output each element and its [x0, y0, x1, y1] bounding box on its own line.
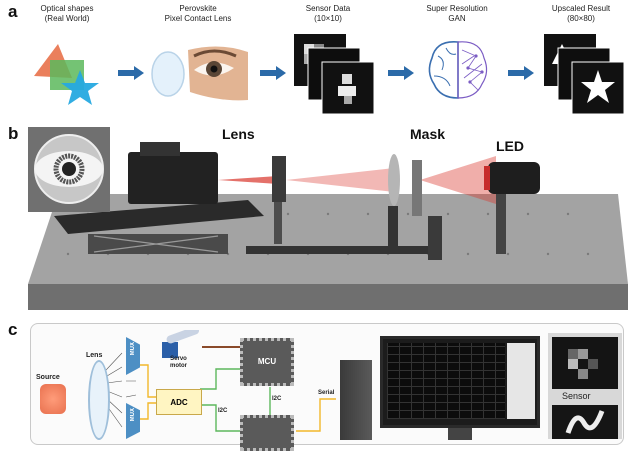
contact-lens [151, 51, 185, 97]
flow-arrow-3 [388, 66, 414, 80]
gan-brain-illustration [428, 41, 488, 99]
star-shape [61, 70, 99, 105]
light-source [40, 384, 66, 414]
step-upscaled-label: Upscaled Result(80×80) [551, 4, 611, 23]
upscaled-result-images [544, 34, 624, 115]
sensor-data-grids [294, 34, 374, 115]
optical-bench-setup [28, 142, 628, 310]
panel-b-label: b [8, 124, 19, 143]
serial-label: Serial [318, 390, 335, 396]
optical-rail [246, 246, 436, 254]
mcu-label: MCU [257, 357, 277, 366]
laser-beam-mask [286, 168, 394, 192]
monitor-side-panel [507, 343, 535, 419]
mux-top: MUX [126, 337, 140, 375]
circuit-lens-label: Lens [86, 352, 103, 359]
adc-block: ADC [156, 389, 202, 415]
mask-label: Mask [410, 126, 446, 142]
led-label: LED [496, 138, 524, 154]
panel-c-label: c [8, 320, 18, 339]
contact-lens-inset-photo [28, 127, 110, 212]
camera-body [128, 152, 218, 204]
sensor-image-panel: Sensor [548, 333, 622, 439]
sensor-readout-image [552, 337, 618, 389]
upscaled-star [581, 70, 615, 103]
i2c-label-left: I2C [218, 408, 228, 414]
contact-lens-eye-illustration [151, 46, 248, 101]
optical-shapes-illustration [34, 44, 99, 105]
pc-tower [340, 360, 372, 440]
step-optical-label: Optical shapes(Real World) [40, 4, 94, 23]
laser-beam-led [420, 156, 496, 204]
panel-a-label: a [8, 2, 18, 21]
servo-motor [162, 330, 200, 358]
brain-right-hemisphere [457, 41, 488, 99]
flow-arrow-4 [508, 66, 534, 80]
step-sensor-label: Sensor Data(10×10) [305, 4, 351, 23]
optical-table-front [28, 284, 628, 310]
laser-beam-lens [218, 176, 278, 184]
servo-wheel [412, 160, 422, 216]
source-label: Source [36, 374, 60, 381]
lens-mount [272, 156, 286, 202]
led-housing [488, 162, 540, 194]
i2c-label-center: I2C [272, 396, 282, 402]
sensor-label: Sensor [562, 391, 591, 401]
circuit-contact-lens [88, 360, 110, 440]
xyz-stage-platform [54, 200, 264, 234]
lens-label: Lens [222, 126, 255, 142]
monitor-screen [387, 343, 505, 419]
eyebrow [193, 49, 237, 58]
mask-holder [388, 154, 400, 206]
eye-pupil [210, 65, 218, 73]
adc-label: ADC [170, 397, 188, 407]
i2c-chip [240, 415, 294, 451]
monitor [380, 336, 540, 428]
brain-left-hemisphere [428, 41, 459, 99]
circuit-wires [91, 346, 336, 432]
flow-arrow-1 [118, 66, 144, 80]
pixel-array-ring [53, 153, 85, 185]
monitor-stand [448, 428, 472, 440]
flow-arrow-2 [260, 66, 286, 80]
mcu-chip: MCU [240, 338, 294, 386]
mux-bottom: MUX [126, 403, 140, 439]
